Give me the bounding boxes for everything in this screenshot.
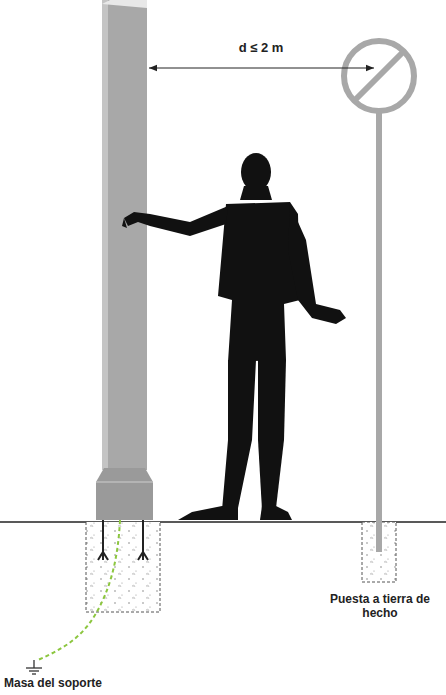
- dimension-label: d ≤ 2 m: [239, 40, 284, 56]
- earth-wire: [38, 520, 120, 660]
- dimension-line: [149, 68, 374, 69]
- earthing-label: Puesta a tierra de hecho: [322, 592, 438, 621]
- lamp-pole: [96, 0, 153, 520]
- support-mass-label: Masa del soporte: [4, 676, 102, 690]
- person-silhouette: [122, 153, 346, 520]
- pole-foundation: [86, 522, 160, 612]
- ground-symbol: [26, 660, 42, 674]
- traffic-sign: [344, 41, 414, 552]
